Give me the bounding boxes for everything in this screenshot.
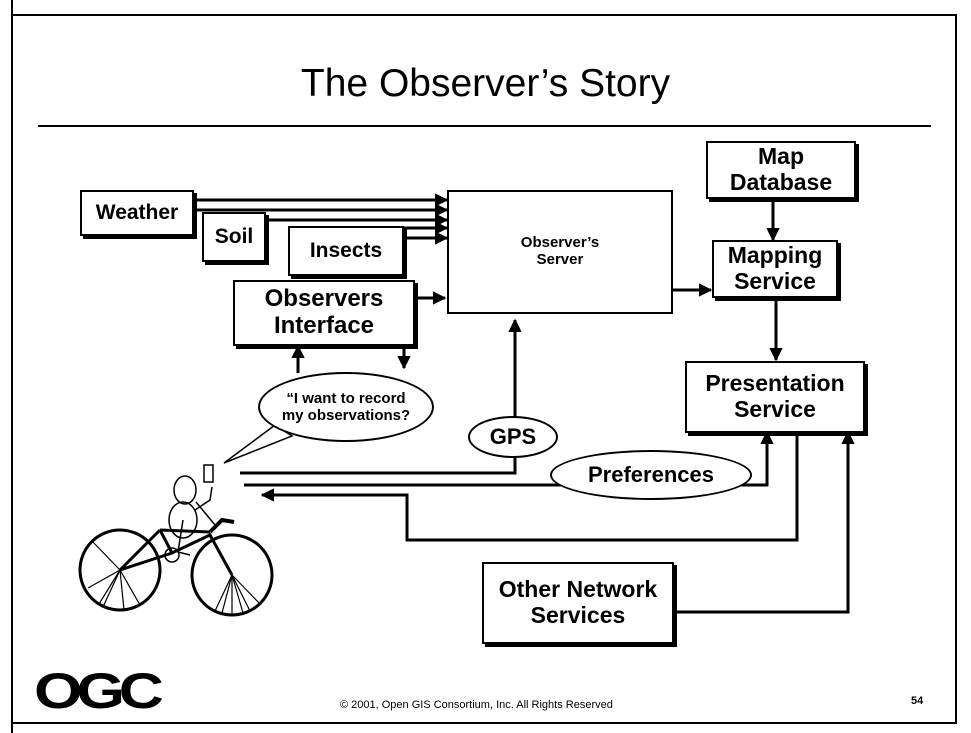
- frame-border-left: [11, 0, 13, 733]
- speech-bubble: “I want to record my observations?: [258, 372, 434, 442]
- observers-interface-label-line2: Interface: [273, 312, 375, 339]
- arrow-observer-gps-server: [240, 318, 522, 475]
- map-database-label-line2: Database: [729, 169, 833, 195]
- observers-server-label-line2: Server: [536, 251, 584, 268]
- slide-title: The Observer’s Story: [300, 62, 671, 105]
- page-number: 54: [911, 695, 924, 707]
- frame-border-right: [955, 14, 957, 724]
- cyclist-illustration: [78, 464, 274, 617]
- mapping-service-label-line2: Service: [734, 268, 816, 294]
- frame-border-top: [11, 14, 956, 16]
- arrow-observer-preferences-presentation: [244, 430, 774, 487]
- other-network-services-label-line1: Other Network: [498, 576, 658, 603]
- map-database-label-line1: Map: [758, 143, 804, 170]
- presentation-service-label-line1: Presentation: [705, 370, 845, 397]
- gps-ellipse: GPS: [468, 416, 558, 458]
- soil-box: Soil: [202, 212, 266, 262]
- ogc-logo: OGC: [34, 663, 164, 719]
- mapping-service-box: Mapping Service: [712, 240, 838, 298]
- presentation-service-box: Presentation Service: [685, 361, 865, 433]
- insects-label: Insects: [309, 239, 383, 263]
- arrow-othernetwork-presentation: [673, 430, 855, 614]
- soil-label: Soil: [214, 225, 254, 249]
- title-divider: [38, 125, 931, 127]
- other-network-services-label-line2: Services: [530, 602, 626, 628]
- preferences-ellipse: Preferences: [550, 450, 752, 500]
- map-database-box: Map Database: [706, 141, 856, 199]
- copyright-notice: © 2001, Open GIS Consortium, Inc. All Ri…: [340, 699, 613, 711]
- gps-label: GPS: [489, 424, 537, 450]
- observers-interface-box: Observers Interface: [233, 280, 415, 346]
- presentation-service-label-line2: Service: [734, 396, 816, 422]
- arrow-presentation-observer: [260, 430, 799, 542]
- weather-label: Weather: [95, 201, 179, 225]
- other-network-services-box: Other Network Services: [482, 562, 674, 644]
- observers-interface-label-line1: Observers: [264, 285, 384, 313]
- preferences-label: Preferences: [588, 462, 714, 488]
- frame-border-bottom: [11, 722, 957, 724]
- speech-bubble-line1: “I want to record: [286, 389, 406, 407]
- observers-server-box: Observer’s Server: [447, 190, 673, 314]
- mapping-service-label-line1: Mapping: [727, 242, 823, 269]
- insects-box: Insects: [288, 226, 404, 276]
- observers-server-label-line1: Observer’s: [520, 234, 600, 252]
- speech-bubble-line2: my observations?: [281, 407, 411, 424]
- weather-box: Weather: [80, 190, 194, 236]
